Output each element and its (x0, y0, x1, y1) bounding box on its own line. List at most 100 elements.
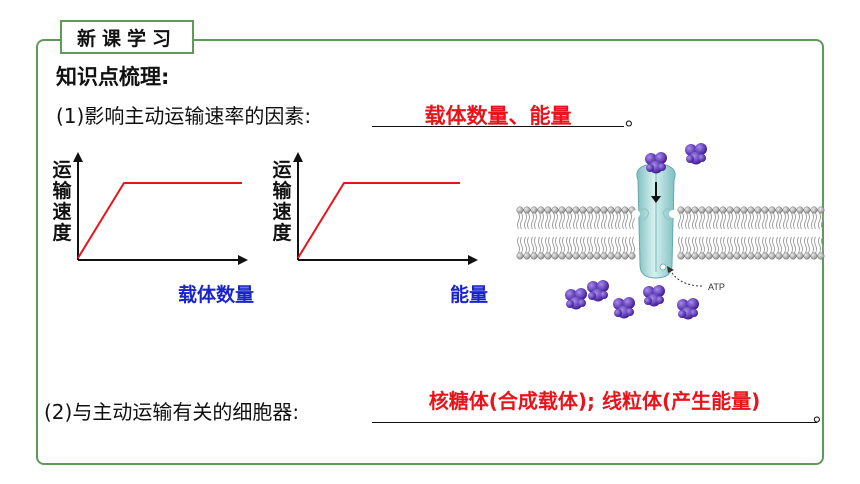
lipid-head (523, 206, 531, 214)
lipid-tail (517, 236, 520, 254)
lipid-tail (615, 212, 618, 230)
lipid-tail (811, 212, 814, 230)
lipid-tail (821, 236, 824, 254)
lipid-tail (681, 212, 684, 230)
question-1-period: 。 (625, 106, 645, 130)
lipid-tail (702, 236, 705, 254)
lipid-tail (765, 236, 768, 254)
lipid-head (530, 206, 538, 214)
lipid-tail (604, 236, 607, 254)
lipid-tail (786, 212, 789, 230)
lipid-tail (531, 236, 534, 254)
lipid-tail (618, 212, 621, 230)
lipid-head (691, 252, 699, 260)
graph-1-ylabel-char: 速 (52, 201, 72, 223)
lipid-tail (541, 212, 544, 230)
lipid-head (705, 252, 713, 260)
lipid-tail (699, 212, 702, 230)
lipid-tail (594, 212, 597, 230)
molecule-icon (613, 297, 635, 319)
lipid-tail (580, 236, 583, 254)
lipid-head (782, 206, 790, 214)
graph-2 (293, 152, 478, 265)
lipid-tail (534, 236, 537, 254)
lipid-head (775, 252, 783, 260)
lipid-tail (744, 212, 747, 230)
lipid-head (607, 206, 615, 214)
lipid-head (516, 252, 524, 260)
graph-1-xlabel: 载体数量 (178, 284, 255, 306)
lipid-head (817, 206, 825, 214)
lipid-tail (587, 212, 590, 230)
lipid-tail (804, 212, 807, 230)
lipid-head (600, 206, 608, 214)
lipid-head (712, 206, 720, 214)
lipid-tail (569, 236, 572, 254)
lipid-head (691, 206, 699, 214)
graph-2-ylabel-char: 输 (272, 180, 292, 202)
lipid-head (544, 252, 552, 260)
graph-2-y-arrow-icon (293, 152, 303, 162)
lipid-head (740, 252, 748, 260)
lipid-head (593, 206, 601, 214)
lipid-tail (678, 212, 681, 230)
graph-1-curve (77, 182, 242, 259)
lipid-tail (534, 212, 537, 230)
lipid-head (740, 206, 748, 214)
lipid-tail (772, 236, 775, 254)
lipid-tail (562, 236, 565, 254)
graph-2-ylabel-char: 度 (272, 222, 292, 244)
lipid-tail (807, 212, 810, 230)
lipid-head (796, 252, 804, 260)
lipid-tail (622, 212, 625, 230)
lipid-tail (520, 236, 523, 254)
graph-2-ylabel: 运 输 速 度 (270, 160, 294, 244)
lipid-tail (569, 212, 572, 230)
lipid-head (747, 206, 755, 214)
lipid-head (621, 252, 629, 260)
lipid-tail (713, 212, 716, 230)
section-heading: 知识点梳理: (56, 65, 170, 89)
lipid-tail (629, 212, 632, 230)
lipid-head (551, 206, 559, 214)
lipid-head (572, 206, 580, 214)
lipid-head (530, 252, 538, 260)
lipid-head (705, 206, 713, 214)
lipid-head (747, 252, 755, 260)
lipid-tail (692, 212, 695, 230)
lipid-tail (527, 236, 530, 254)
lipid-tail (741, 212, 744, 230)
lipid-head (810, 206, 818, 214)
lipid-head (817, 252, 825, 260)
lipid-tail (709, 236, 712, 254)
lipid-tail (611, 236, 614, 254)
lipid-tail (720, 236, 723, 254)
lipid-tail (615, 236, 618, 254)
lipid-head (551, 252, 559, 260)
lipid-tail (531, 212, 534, 230)
graph-2-xlabel: 能量 (450, 284, 489, 306)
lipid-tail (741, 236, 744, 254)
question-2-prompt: (2)与主动运输有关的细胞器: (44, 400, 300, 424)
molecule-icon (645, 152, 667, 174)
lipid-tail (566, 212, 569, 230)
lipid-tail (790, 212, 793, 230)
lipid-tail (748, 212, 751, 230)
lipid-tail (713, 236, 716, 254)
lipid-head (803, 206, 811, 214)
lipid-tail (587, 236, 590, 254)
lipid-tail (723, 212, 726, 230)
lipid-head (761, 252, 769, 260)
lipid-tail (583, 212, 586, 230)
lipid-tail (797, 236, 800, 254)
down-arrow-icon (651, 182, 661, 203)
lipid-tail (541, 236, 544, 254)
lipid-head (719, 206, 727, 214)
lipid-head (593, 252, 601, 260)
lipid-tail (730, 236, 733, 254)
lipid-head (782, 252, 790, 260)
lipid-tail (566, 236, 569, 254)
lipid-tail (734, 212, 737, 230)
lipid-tail (632, 236, 635, 254)
lipid-tail (814, 236, 817, 254)
